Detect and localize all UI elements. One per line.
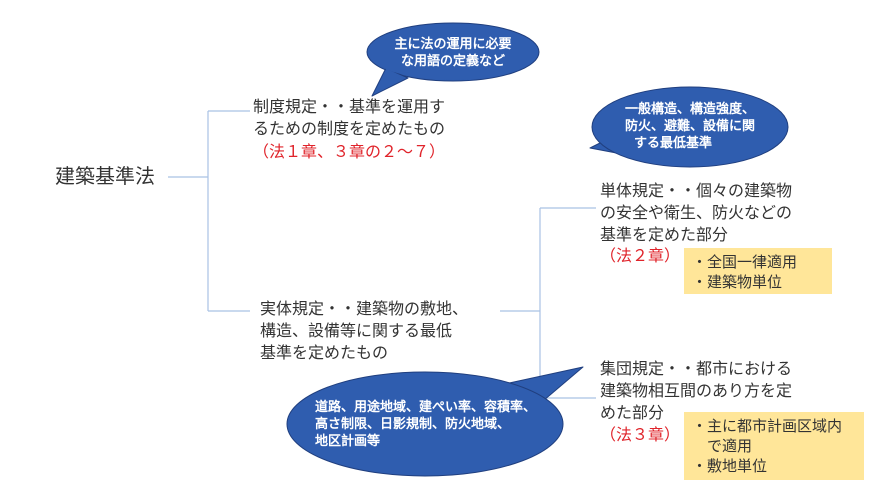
system-rules-line2: るための制度を定めたもの — [253, 119, 446, 138]
bubble-zoning-line1: 道路、用途地域、建ぺい率、容積率、 — [315, 400, 537, 415]
note-group-line1: ・主に都市計画区域内 — [692, 417, 843, 435]
bubble-zoning-text: 道路、用途地域、建ぺい率、容積率、 高さ制限、日影規制、防火地域、 地区計画等 — [315, 399, 540, 450]
note-single-line2: ・建築物単位 — [692, 273, 783, 291]
single-building-rules-ref: （法２章） — [600, 246, 681, 265]
callout-bubble-structure — [589, 86, 789, 168]
system-rules-line1: 制度規定・・基準を運用す — [253, 97, 446, 116]
bubble-structure-line1: 一般構造、構造強度、 — [624, 102, 755, 117]
note-group-line2: で適用 — [692, 437, 753, 455]
substantive-rules-line2: 構造、設備等に関する最低 — [260, 321, 453, 340]
bubble-terms-line2: な用語の定義など — [400, 54, 505, 69]
single-building-rules-line3: 基準を定めた部分 — [600, 225, 729, 244]
bubble-zoning-line3: 地区計画等 — [315, 434, 381, 449]
root-node-building-standards-act: 建築基準法 — [55, 164, 155, 188]
bubble-zoning-line2: 高さ制限、日影規制、防火地域、 — [315, 417, 511, 432]
single-building-rules-line2: の安全や衛生、防火などの — [600, 203, 793, 222]
substantive-rules-line1: 実体規定・・建築物の敷地、 — [260, 299, 469, 318]
bubble-terms-text: 主に法の運用に必要 な用語の定義など — [393, 36, 513, 70]
note-single-line1: ・全国一律適用 — [692, 253, 798, 271]
single-building-rules-line1: 単体規定・・個々の建築物 — [600, 181, 793, 200]
callout-bubble-zoning — [286, 366, 584, 477]
bubble-structure-text: 一般構造、構造強度、 防火、避難、設備に関 する最低基準 — [620, 101, 760, 152]
connector-substantive — [500, 207, 596, 399]
note-group-line3: ・敷地単位 — [692, 457, 768, 475]
substantive-rules-line3: 基準を定めたもの — [260, 343, 389, 362]
bubble-structure-line3: する最低基準 — [634, 136, 713, 151]
callout-bubble-terms — [366, 22, 540, 97]
group-rules-ref: （法３章） — [600, 425, 681, 444]
group-rules-line2: 建築物相互間のあり方を定 — [600, 381, 793, 400]
note-single-building: ・全国一律適用 ・建築物単位 — [684, 248, 832, 294]
bubble-structure-line2: 防火、避難、設備に関 — [624, 119, 755, 134]
system-rules-ref: （法１章、３章の２～７） — [253, 142, 446, 161]
bubble-terms-line1: 主に法の運用に必要 — [394, 37, 512, 52]
note-group: ・主に都市計画区域内 で適用 ・敷地単位 — [684, 412, 864, 480]
connector-root — [168, 110, 250, 312]
group-rules-line1: 集団規定・・都市における — [600, 359, 793, 378]
group-rules-line3: めた部分 — [600, 403, 665, 422]
